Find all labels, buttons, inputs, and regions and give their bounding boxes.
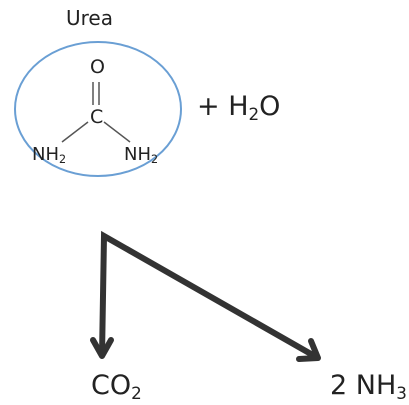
co2-main: CO [91,370,132,401]
plus-water: + H2O [197,91,281,122]
product-co2: CO2 [91,370,142,401]
arrowhead-down [90,337,114,359]
oxygen-atom: O [90,56,105,78]
nh3-sub: 3 [396,382,407,403]
amine-group-left: NH2 [32,144,67,167]
urea-circle [14,41,182,177]
co2-sub: 2 [131,382,142,403]
single-bond-right [103,121,131,143]
water-prefix: + H [197,91,249,122]
amine-left-main: NH [32,144,59,165]
reaction-arrow-stem [99,230,320,361]
water-sub: 2 [248,103,260,124]
nh3-main: 2 NH [330,370,397,401]
water-suffix: O [259,91,281,122]
amine-left-sub: 2 [59,153,67,167]
single-bond-left [61,121,89,143]
arrowhead-right [296,338,321,362]
amine-right-sub: 2 [151,153,159,167]
product-nh3: 2 NH3 [330,370,407,401]
molecule-title: Urea [66,6,113,30]
amine-group-right: NH2 [124,144,159,167]
amine-right-main: NH [124,144,151,165]
carbon-atom: C [90,106,104,128]
